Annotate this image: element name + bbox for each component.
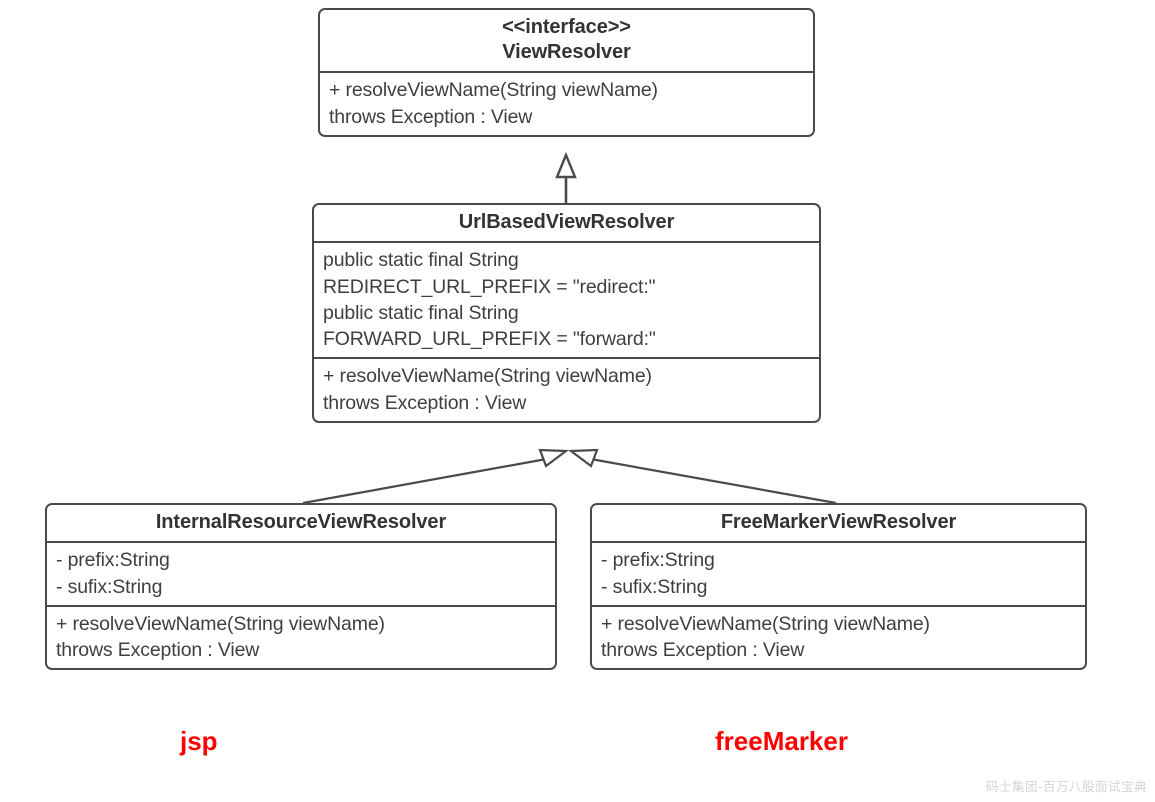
class-name: ViewResolver bbox=[502, 41, 631, 64]
attribute-entry: FORWARD_URL_PREFIX = "forward:" bbox=[323, 328, 656, 351]
generalization-urlbased-to-viewresolver bbox=[555, 151, 577, 203]
attributes-compartment-internalresourceviewresolver: - prefix:String - sufix:String bbox=[47, 541, 555, 605]
attribute-entry: - prefix:String bbox=[56, 549, 170, 572]
methods-compartment-urlbasedviewresolver: + resolveViewName(String viewName) throw… bbox=[314, 357, 819, 421]
method-entry: throws Exception : View bbox=[56, 639, 260, 662]
methods-compartment-freemarkerviewresolver: + resolveViewName(String viewName) throw… bbox=[592, 604, 1085, 669]
class-box-urlbasedviewresolver[interactable]: UrlBasedViewResolver public static final… bbox=[312, 203, 821, 424]
class-header-freemarkerviewresolver: FreeMarkerViewResolver bbox=[592, 505, 1085, 541]
method-entry: + resolveViewName(String viewName) bbox=[323, 365, 652, 388]
attribute-entry: - sufix:String bbox=[601, 575, 708, 598]
class-box-freemarkerviewresolver[interactable]: FreeMarkerViewResolver - prefix:String -… bbox=[590, 503, 1087, 671]
attributes-compartment-urlbasedviewresolver: public static final String REDIRECT_URL_… bbox=[314, 241, 819, 357]
class-header-internalresourceviewresolver: InternalResourceViewResolver bbox=[47, 505, 555, 541]
methods-compartment-internalresourceviewresolver: + resolveViewName(String viewName) throw… bbox=[47, 604, 555, 669]
attribute-entry: - sufix:String bbox=[56, 575, 163, 598]
class-name: InternalResourceViewResolver bbox=[155, 511, 447, 533]
method-entry: throws Exception : View bbox=[329, 105, 533, 128]
class-header-viewresolver: <<interface>> ViewResolver bbox=[320, 10, 813, 71]
methods-compartment-viewresolver: + resolveViewName(String viewName) throw… bbox=[320, 71, 813, 135]
method-entry: + resolveViewName(String viewName) bbox=[329, 79, 658, 102]
annotation-label-freemarker: freeMarker bbox=[715, 726, 848, 756]
method-entry: throws Exception : View bbox=[323, 391, 527, 414]
attribute-entry: - prefix:String bbox=[601, 549, 715, 572]
attribute-entry: REDIRECT_URL_PREFIX = "redirect:" bbox=[323, 275, 656, 298]
generalization-internal-to-urlbased bbox=[302, 448, 570, 505]
method-entry: + resolveViewName(String viewName) bbox=[601, 612, 930, 635]
class-stereotype: <<interface>> bbox=[502, 16, 631, 38]
class-header-urlbasedviewresolver: UrlBasedViewResolver bbox=[314, 205, 819, 241]
attribute-entry: public static final String bbox=[323, 301, 519, 324]
generalization-freemarker-to-urlbased bbox=[567, 448, 837, 505]
annotation-label-jsp: jsp bbox=[180, 726, 218, 756]
class-name: UrlBasedViewResolver bbox=[458, 211, 675, 233]
attribute-entry: public static final String bbox=[323, 249, 519, 272]
class-box-internalresourceviewresolver[interactable]: InternalResourceViewResolver - prefix:St… bbox=[45, 503, 557, 671]
attributes-compartment-freemarkerviewresolver: - prefix:String - sufix:String bbox=[592, 541, 1085, 605]
class-box-viewresolver[interactable]: <<interface>> ViewResolver + resolveView… bbox=[318, 8, 815, 137]
class-name: FreeMarkerViewResolver bbox=[720, 511, 957, 533]
watermark-text: 码士集团-百万八股面试宝典 bbox=[985, 779, 1147, 794]
method-entry: + resolveViewName(String viewName) bbox=[56, 612, 385, 635]
method-entry: throws Exception : View bbox=[601, 639, 805, 662]
